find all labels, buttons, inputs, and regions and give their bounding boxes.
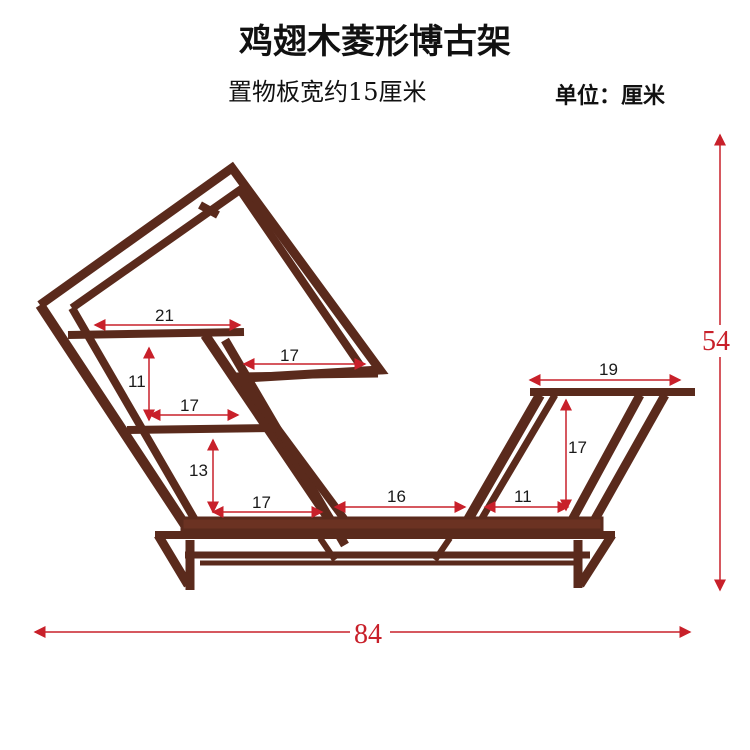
left-leg-inner [68,305,199,523]
dim-bottom-center-width: 16 [387,487,406,506]
dim-right-gap-height: 17 [568,438,587,457]
dim-overall-width: 84 [354,619,382,650]
base-center-diag-1 [317,536,338,562]
upper-step-shelf [235,370,379,380]
dim-upper-inner-width: 17 [280,346,299,365]
unit-label: 单位：厘米 [555,84,666,109]
center-leg-3 [236,375,349,523]
right-leg-1 [460,392,545,528]
dim-bottom-right-width: 11 [514,487,532,506]
base-board [180,516,604,532]
right-leg-4 [586,392,669,531]
dim-overall-height: 54 [702,326,730,357]
left-leg-outer [35,302,190,528]
top-left-shelf [67,328,245,339]
base-diag-left [154,532,192,588]
base-center-diag-2 [432,536,453,562]
diamond-crossbar [198,201,220,219]
dim-middle-shelf-width: 17 [180,396,199,415]
product-title: 鸡翅木菱形博古架 [239,22,511,62]
diamond-inner-frame [69,184,364,368]
dim-bottom-left-width: 17 [252,493,271,512]
middle-left-shelf [126,424,276,434]
dim-lower-gap-height: 13 [189,461,208,480]
dim-right-shelf-width: 19 [599,360,618,379]
dim-left-gap-height: 11 [128,372,146,391]
shelf-width-note: 置物板宽约15厘米 [228,78,427,106]
dim-top-shelf-width: 21 [155,306,174,325]
right-leg-3 [568,392,644,523]
base-diag-right [576,532,616,588]
